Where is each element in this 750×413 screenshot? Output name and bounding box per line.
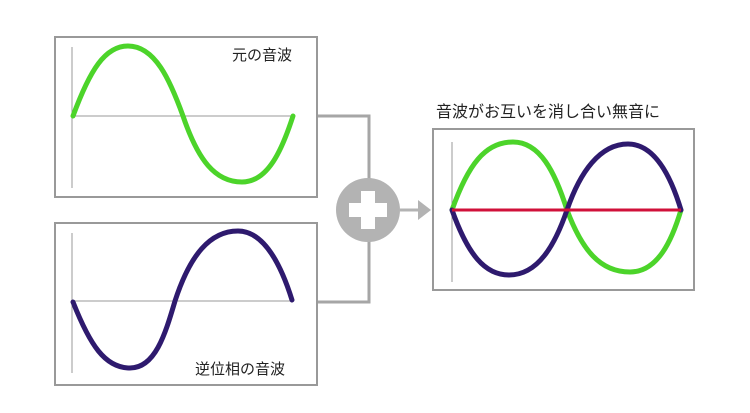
original-wave <box>70 43 296 185</box>
inverted-wave <box>70 228 295 371</box>
plus-icon <box>349 191 387 229</box>
original-wave-label: 元の音波 <box>232 46 293 64</box>
connector-top <box>317 114 371 185</box>
inverted-wave-panel <box>54 222 318 386</box>
connector-bottom <box>317 235 371 304</box>
arrow-head-icon <box>418 200 431 220</box>
inverted-wave-label: 逆位相の音波 <box>195 360 286 378</box>
result-label: 音波がお互いを消し合い無音に <box>436 102 661 121</box>
